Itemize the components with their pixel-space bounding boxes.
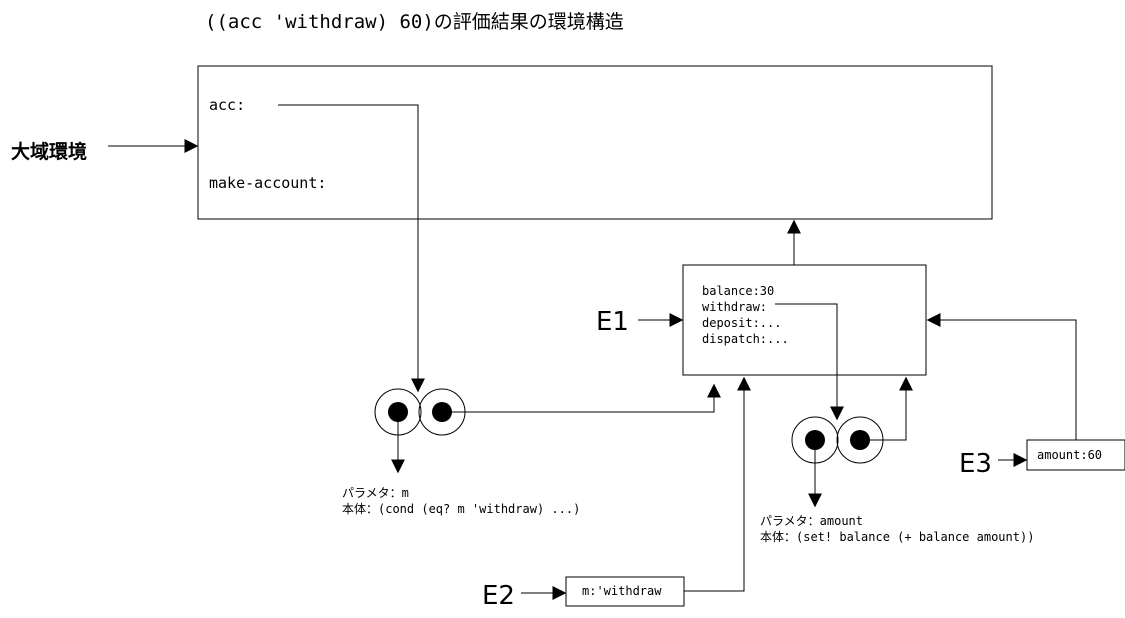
acc-to-procedure-arrow [278, 104, 425, 393]
proc1-env-arrow [442, 383, 721, 413]
proc1-body: 本体：(cond (eq? m 'withdraw) ...) [342, 502, 580, 516]
e2-binding-m: m:'withdraw [582, 584, 662, 598]
global-binding-make-account: make-account: [209, 174, 326, 192]
e2-parent-arrow [684, 376, 751, 592]
e1-binding-dispatch: dispatch:... [702, 332, 789, 346]
e1-binding-deposit: deposit:... [702, 316, 781, 330]
global-binding-acc: acc: [209, 96, 245, 114]
e3-label: E3 [959, 449, 992, 479]
proc2-env-arrow [860, 376, 913, 441]
withdraw-to-procedure-arrow [775, 303, 844, 421]
e1-binding-balance: balance:30 [702, 284, 774, 298]
global-environment-frame [197, 65, 993, 220]
e1-binding-withdraw: withdraw: [702, 300, 767, 314]
proc2-params: パラメタ：amount [760, 514, 863, 528]
e3-binding-amount: amount:60 [1037, 448, 1102, 462]
proc2-body: 本体：(set! balance (+ balance amount)) [760, 530, 1034, 544]
e2-label: E2 [482, 581, 515, 611]
e3-parent-arrow [926, 313, 1077, 440]
global-environment-label: 大域環境 [11, 140, 87, 163]
e1-label: E1 [596, 307, 629, 337]
proc1-params: パラメタ：m [342, 486, 409, 500]
diagram-title: ((acc 'withdraw) 60)の評価結果の環境構造 [205, 11, 624, 33]
